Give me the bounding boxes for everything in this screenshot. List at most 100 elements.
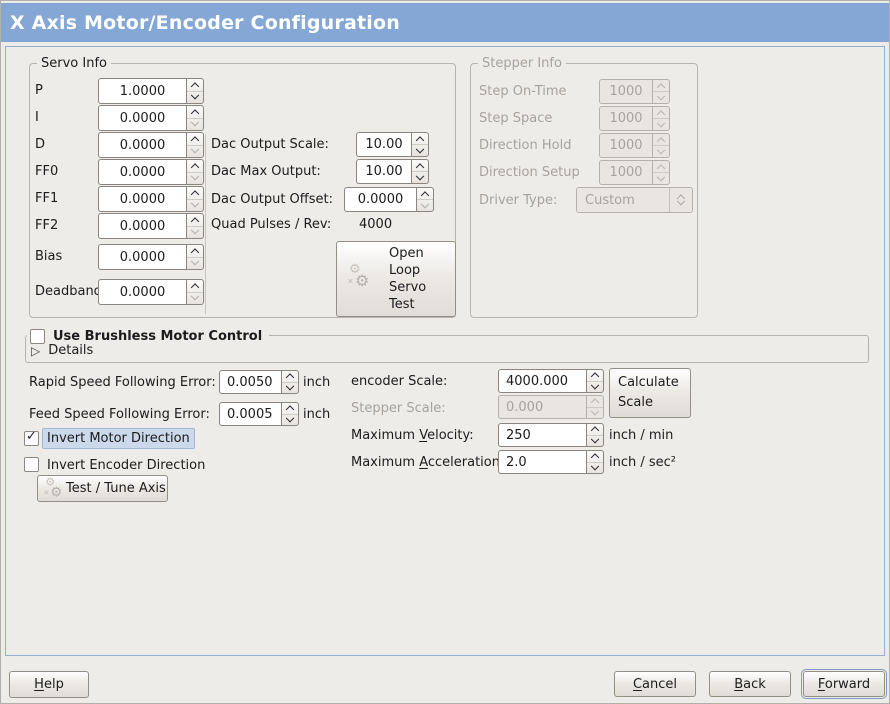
deadband-input[interactable]: 0.0000 <box>98 279 186 305</box>
i-spinner <box>186 105 204 131</box>
spin-down-button[interactable] <box>417 200 433 211</box>
ff2-input[interactable]: 0.0000 <box>98 213 186 239</box>
spin-down-button[interactable] <box>587 463 603 474</box>
dac-output-scale-spinbox[interactable]: 10.00 <box>356 132 429 157</box>
spin-up-button[interactable] <box>187 133 203 146</box>
max-velocity-unit: inch / min <box>609 428 674 443</box>
d-input[interactable]: 0.0000 <box>98 132 186 158</box>
spin-down-button[interactable] <box>187 227 203 239</box>
dac-max-output-input[interactable]: 10.00 <box>356 159 411 184</box>
spin-up-button[interactable] <box>587 424 603 436</box>
d-spinbox[interactable]: 0.0000 <box>98 132 204 158</box>
spin-up-button[interactable] <box>412 133 428 145</box>
forward-button[interactable]: Forward <box>801 669 887 699</box>
spin-up-button <box>653 161 669 173</box>
max-velocity-spinbox[interactable]: 250 <box>498 423 604 447</box>
spin-up-button[interactable] <box>187 245 203 258</box>
spin-down-button[interactable] <box>282 383 298 394</box>
feed-following-error-input[interactable]: 0.0005 <box>219 402 281 426</box>
spin-down-button[interactable] <box>412 172 428 183</box>
encoder-scale-spinbox[interactable]: 4000.000 <box>498 369 604 393</box>
servo-info-frame-label: Servo Info <box>37 56 111 71</box>
i-spinbox[interactable]: 0.0000 <box>98 105 204 131</box>
invert-motor-direction-checkbox[interactable]: ✓ <box>24 429 39 446</box>
ff1-spinner <box>186 186 204 212</box>
use-brushless-checkbox-row[interactable]: ✓ Use Brushless Motor Control <box>27 327 270 346</box>
d-spinner <box>186 132 204 158</box>
dac-output-scale-input[interactable]: 10.00 <box>356 132 411 157</box>
spin-up-button[interactable] <box>187 160 203 173</box>
bias-spinbox[interactable]: 0.0000 <box>98 244 204 270</box>
spin-down-button[interactable] <box>187 173 203 185</box>
forward-button-label: Forward <box>817 676 871 692</box>
spin-down-button[interactable] <box>587 436 603 447</box>
dac-output-offset-spinbox[interactable]: 0.0000 <box>344 187 434 212</box>
spin-up-button[interactable] <box>412 160 428 172</box>
expander-arrow-icon: ▷ <box>31 343 41 358</box>
ff2-spinbox[interactable]: 0.0000 <box>98 213 204 239</box>
spin-down-button <box>653 92 669 103</box>
spin-up-button[interactable] <box>417 188 433 200</box>
spin-down-button[interactable] <box>187 146 203 158</box>
spinner <box>281 402 299 426</box>
max-acceleration-input[interactable]: 2.0 <box>498 450 586 474</box>
spin-up-button[interactable] <box>187 79 203 92</box>
deadband-spinbox[interactable]: 0.0000 <box>98 279 204 305</box>
invert-encoder-direction-checkbox[interactable]: ✓ <box>24 457 39 472</box>
quad-pulses-label: Quad Pulses / Rev: <box>211 217 332 232</box>
spin-up-button[interactable] <box>587 370 603 382</box>
feed-following-error-spinbox[interactable]: 0.0005 <box>219 402 299 426</box>
p-input[interactable]: 1.0000 <box>98 78 186 104</box>
dac-output-offset-input[interactable]: 0.0000 <box>344 187 416 212</box>
back-button[interactable]: Back <box>709 671 791 697</box>
spin-down-button[interactable] <box>587 382 603 393</box>
gears-icon: ⚙ ⚙ ✕ <box>44 476 63 500</box>
spin-down-button[interactable] <box>187 200 203 212</box>
spin-down-button[interactable] <box>412 145 428 156</box>
spin-up-button[interactable] <box>587 451 603 463</box>
encoder-scale-input[interactable]: 4000.000 <box>498 369 586 393</box>
spin-up-button <box>587 396 603 408</box>
test-tune-axis-button[interactable]: ⚙ ⚙ ✕ Test / Tune Axis <box>37 475 168 502</box>
max-velocity-input[interactable]: 250 <box>498 423 586 447</box>
rapid-following-error-input[interactable]: 0.0050 <box>219 370 281 394</box>
ff0-input[interactable]: 0.0000 <box>98 159 186 185</box>
spin-down-button[interactable] <box>282 415 298 426</box>
ff1-input[interactable]: 0.0000 <box>98 186 186 212</box>
dac-scale-spinner <box>411 132 429 157</box>
invert-encoder-direction-label[interactable]: Invert Encoder Direction <box>47 458 206 473</box>
spin-down-button[interactable] <box>187 119 203 131</box>
spin-down-button[interactable] <box>187 92 203 104</box>
bias-input[interactable]: 0.0000 <box>98 244 186 270</box>
max-acceleration-spinbox[interactable]: 2.0 <box>498 450 604 474</box>
i-input[interactable]: 0.0000 <box>98 105 186 131</box>
use-brushless-checkbox[interactable]: ✓ <box>30 329 45 344</box>
cancel-button[interactable]: Cancel <box>614 671 696 697</box>
spin-up-button[interactable] <box>282 371 298 383</box>
open-loop-servo-test-button[interactable]: ⚙ ⚙ ✕ Open Loop Servo Test <box>336 241 456 317</box>
stepper-info-frame <box>470 63 698 318</box>
spin-up-button[interactable] <box>187 214 203 227</box>
spin-up-button[interactable] <box>187 106 203 119</box>
ff0-spinbox[interactable]: 0.0000 <box>98 159 204 185</box>
rapid-following-error-spinbox[interactable]: 0.0050 <box>219 370 299 394</box>
spin-up-button[interactable] <box>187 187 203 200</box>
ff1-spinbox[interactable]: 0.0000 <box>98 186 204 212</box>
p-label: P <box>35 83 43 98</box>
step-on-time-spinbox: 1000 <box>599 79 670 104</box>
spin-up-button[interactable] <box>187 280 203 293</box>
i-label: I <box>35 110 39 125</box>
direction-setup-input: 1000 <box>599 160 652 185</box>
dac-max-output-spinbox[interactable]: 10.00 <box>356 159 429 184</box>
dac-max-spinner <box>411 159 429 184</box>
spin-down-button[interactable] <box>187 258 203 270</box>
invert-motor-direction-label[interactable]: Invert Motor Direction <box>42 428 195 449</box>
p-spinbox[interactable]: 1.0000 <box>98 78 204 104</box>
calculate-scale-button[interactable]: Calculate Scale <box>609 368 691 418</box>
ff1-label: FF1 <box>35 191 59 206</box>
spin-down-button[interactable] <box>187 293 203 305</box>
details-expander[interactable]: ▷ Details <box>31 343 93 358</box>
help-button[interactable]: Help <box>9 671 89 698</box>
spin-up-button[interactable] <box>282 403 298 415</box>
step-space-label: Step Space <box>479 111 553 126</box>
